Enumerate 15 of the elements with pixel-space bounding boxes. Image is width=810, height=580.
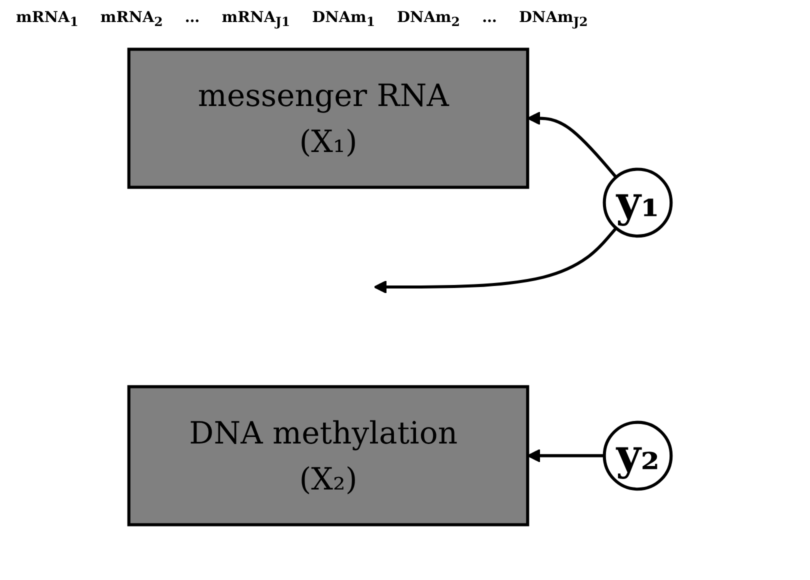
column-label: … xyxy=(184,8,200,28)
column-label: … xyxy=(482,8,497,28)
arrow xyxy=(527,112,618,178)
column-label: mRNA$_{1}$ xyxy=(16,8,78,29)
node-box: DNA methylation (X₂) xyxy=(127,385,530,526)
column-label: DNAm$_{2}$ xyxy=(397,8,460,29)
node-circle: y₂ xyxy=(602,420,673,491)
node-circle: y₁ xyxy=(602,168,673,238)
arrow xyxy=(527,448,604,462)
column-label: DNAm$_{J2}$ xyxy=(518,8,588,29)
arrow xyxy=(374,227,618,294)
column-label: mRNA$_{2}$ xyxy=(100,8,163,29)
column-label: DNAm$_{1}$ xyxy=(312,8,376,29)
node-box: messenger RNA (X₁) xyxy=(127,48,530,189)
column-label: mRNA$_{J1}$ xyxy=(222,8,290,29)
